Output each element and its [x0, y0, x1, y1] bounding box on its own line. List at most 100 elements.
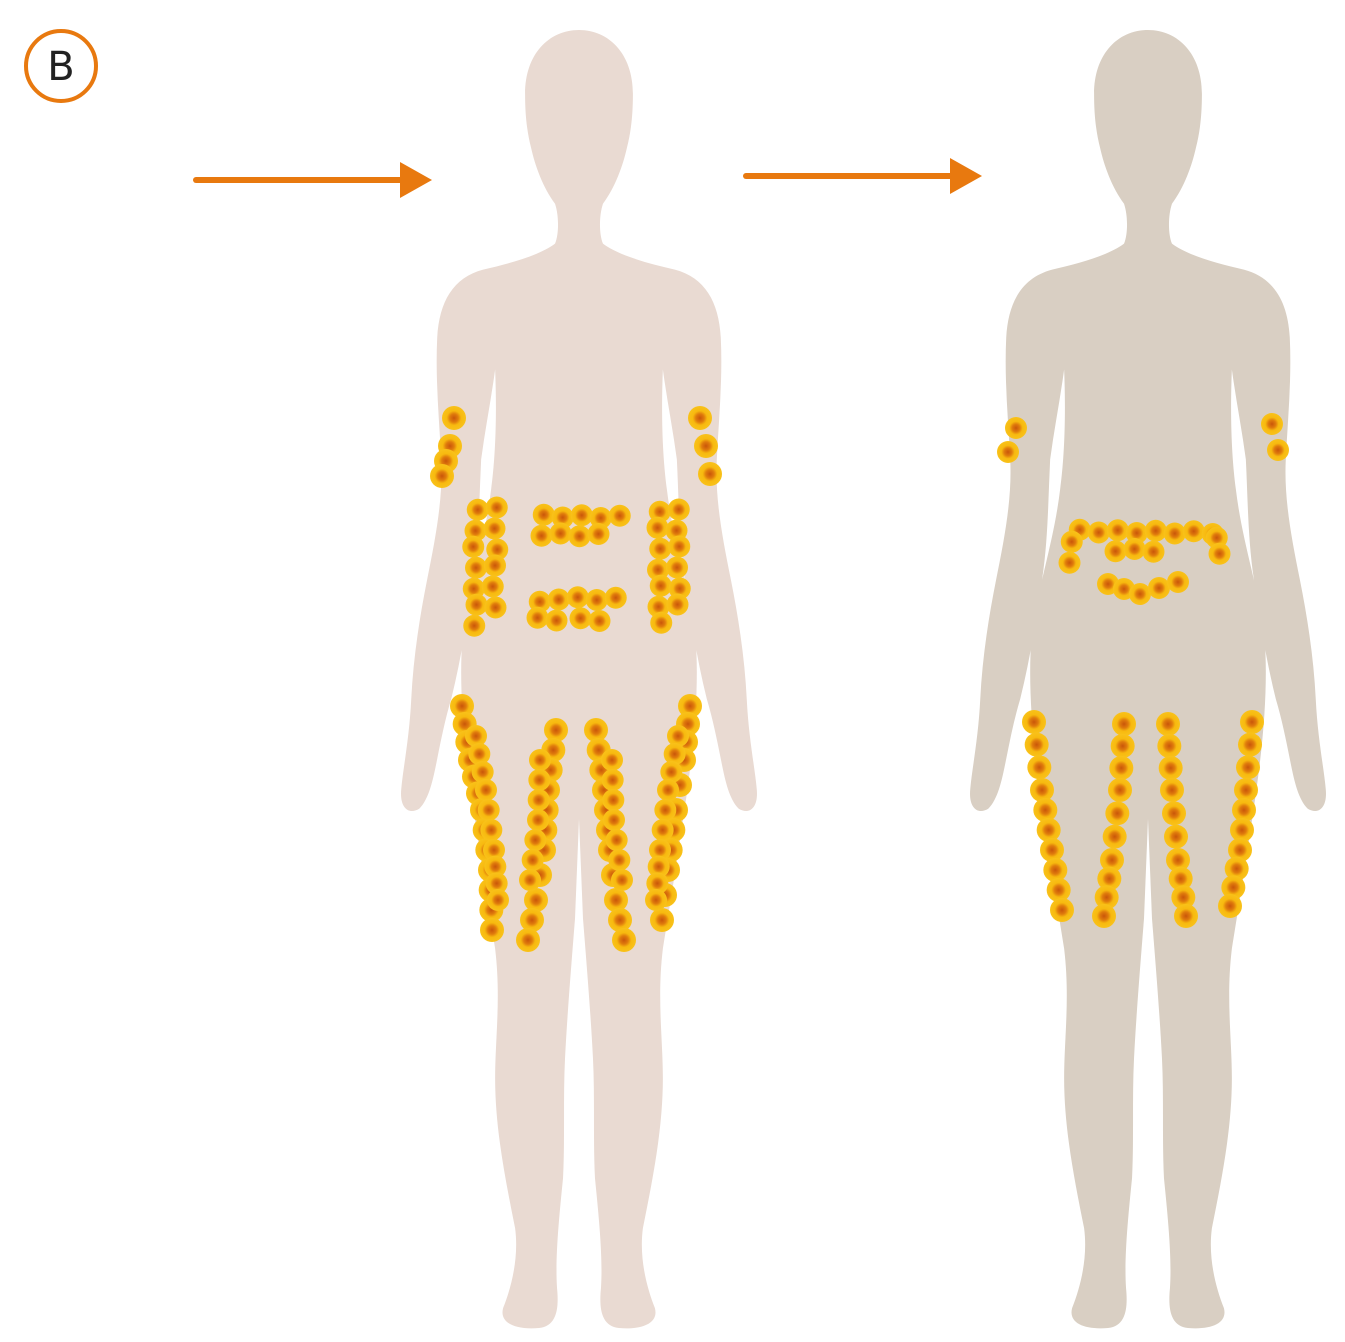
fat-cell-upper-arm-left — [442, 406, 466, 430]
fat-cell-lower-back — [1088, 522, 1110, 544]
fat-cell-inner-thigh-right — [602, 769, 624, 791]
fat-cell-outer-thigh-left — [480, 918, 504, 942]
fat-cell-inner-thigh-right — [601, 749, 623, 771]
fat-cell-inner-thigh-right — [603, 809, 625, 831]
fat-cell-outer-thigh-right — [654, 799, 676, 821]
fat-cell-lower-back — [1105, 540, 1127, 562]
fat-cell-inner-thigh-right — [608, 849, 630, 871]
fat-cell-inner-thigh-left — [520, 908, 544, 932]
fat-cell-outer-thigh-right — [657, 779, 679, 801]
fat-cell-inner-thigh-right — [1164, 825, 1188, 849]
back-figure — [970, 30, 1326, 1328]
fat-cell-outer-thigh-left — [475, 779, 497, 801]
fat-cell-abdomen — [567, 586, 589, 608]
fat-cell-inner-thigh-left — [1112, 712, 1136, 736]
fat-cell-inner-thigh-right — [608, 908, 632, 932]
fat-cell-inner-thigh-right — [1157, 734, 1181, 758]
arrow-to-back-figure — [746, 158, 982, 194]
fat-cell-abdomen — [589, 610, 611, 632]
fat-cell-flank-right — [666, 557, 688, 579]
fat-cell-abdomen — [527, 607, 549, 629]
panel-label: B — [47, 44, 74, 90]
fat-cell-upper-arm-right — [1261, 413, 1283, 435]
fat-cell-outer-thigh-right — [650, 908, 674, 932]
fat-cell-outer-thigh-right — [1238, 733, 1262, 757]
fat-cell-inner-thigh-right — [1159, 756, 1183, 780]
fat-cell-outer-thigh-right — [1240, 710, 1264, 734]
fat-cell-inner-thigh-right — [604, 888, 628, 912]
fat-cell-abdomen — [571, 504, 593, 526]
fat-cell-outer-thigh-left — [1030, 778, 1054, 802]
fat-cell-outer-thigh-left — [1022, 710, 1046, 734]
fat-cell-inner-thigh-left — [528, 769, 550, 791]
fat-cell-flank-left — [466, 594, 488, 616]
fat-cell-flank-right — [647, 517, 669, 539]
fat-cell-inner-thigh-left — [524, 829, 546, 851]
fat-cell-outer-thigh-left — [1025, 733, 1049, 757]
fat-cell-upper-arm-right — [688, 406, 712, 430]
fat-cell-flank-left — [465, 557, 487, 579]
fat-cell-inner-thigh-right — [612, 928, 636, 952]
fat-cell-flank-left — [486, 497, 508, 519]
fat-cell-lower-back — [1145, 520, 1167, 542]
fat-cell-abdomen — [569, 525, 591, 547]
fat-cell-inner-thigh-right — [1162, 801, 1186, 825]
fat-cell-buttocks-line — [1148, 577, 1170, 599]
fat-cell-lower-back — [1164, 523, 1186, 545]
fat-cell-buttocks-line — [1129, 583, 1151, 605]
fat-cell-abdomen — [609, 505, 631, 527]
fat-cell-outer-thigh-right — [1218, 894, 1242, 918]
fat-cell-lower-back — [1061, 531, 1083, 553]
arrow-to-front-figure — [196, 162, 432, 198]
fat-cell-abdomen — [570, 607, 592, 629]
fat-cell-inner-thigh-left — [529, 749, 551, 771]
fat-cell-lower-back — [1124, 538, 1146, 560]
fat-cell-abdomen — [533, 504, 555, 526]
fat-cell-upper-arm-right — [694, 434, 718, 458]
fat-cell-inner-thigh-left — [516, 928, 540, 952]
fat-cell-abdomen — [550, 523, 572, 545]
fat-cell-inner-thigh-right — [611, 869, 633, 891]
fat-cell-abdomen — [546, 610, 568, 632]
fat-cell-flank-left — [484, 518, 506, 540]
panel-label-badge: B — [26, 31, 96, 101]
fat-cell-outer-thigh-left — [487, 889, 509, 911]
back-body-silhouette — [970, 30, 1326, 1328]
fat-cell-upper-arm-left — [997, 441, 1019, 463]
fat-cell-inner-thigh-left — [1103, 825, 1127, 849]
fat-cell-upper-arm-right — [698, 462, 722, 486]
fat-cell-upper-arm-right — [1267, 439, 1289, 461]
fat-cell-outer-thigh-right — [645, 889, 667, 911]
fat-cell-inner-thigh-left — [528, 789, 550, 811]
fat-cell-outer-thigh-right — [652, 819, 674, 841]
fat-cell-upper-arm-left — [430, 464, 454, 488]
fat-cell-inner-thigh-left — [1111, 734, 1135, 758]
fat-cell-abdomen — [605, 587, 627, 609]
fat-cell-outer-thigh-left — [1033, 798, 1057, 822]
fat-cell-flank-left — [463, 615, 485, 637]
fat-cell-inner-thigh-left — [1108, 778, 1132, 802]
fat-cell-inner-thigh-right — [1156, 712, 1180, 736]
fat-cell-flank-left — [482, 576, 504, 598]
fat-cell-flank-left — [467, 499, 489, 521]
fat-cell-outer-thigh-left — [1037, 818, 1061, 842]
fat-cell-outer-thigh-right — [1236, 755, 1260, 779]
fat-cell-inner-thigh-left — [527, 809, 549, 831]
fat-cell-flank-right — [650, 612, 672, 634]
fat-cell-lower-back — [1059, 552, 1081, 574]
fat-cell-outer-thigh-left — [478, 799, 500, 821]
fat-cell-flank-right — [668, 499, 690, 521]
fat-cell-outer-thigh-left — [1043, 858, 1067, 882]
fat-cell-abdomen — [548, 589, 570, 611]
fat-cell-inner-thigh-right — [1174, 904, 1198, 928]
fat-cell-outer-thigh-left — [1047, 878, 1071, 902]
fat-cell-lower-back — [1209, 543, 1231, 565]
fat-cell-buttocks-line — [1167, 571, 1189, 593]
fat-cell-abdomen — [531, 525, 553, 547]
front-body-silhouette — [401, 30, 757, 1328]
fat-cell-upper-arm-left — [1005, 417, 1027, 439]
fat-cell-inner-thigh-left — [1109, 756, 1133, 780]
fat-cell-inner-thigh-right — [606, 829, 628, 851]
fat-cell-abdomen — [588, 523, 610, 545]
